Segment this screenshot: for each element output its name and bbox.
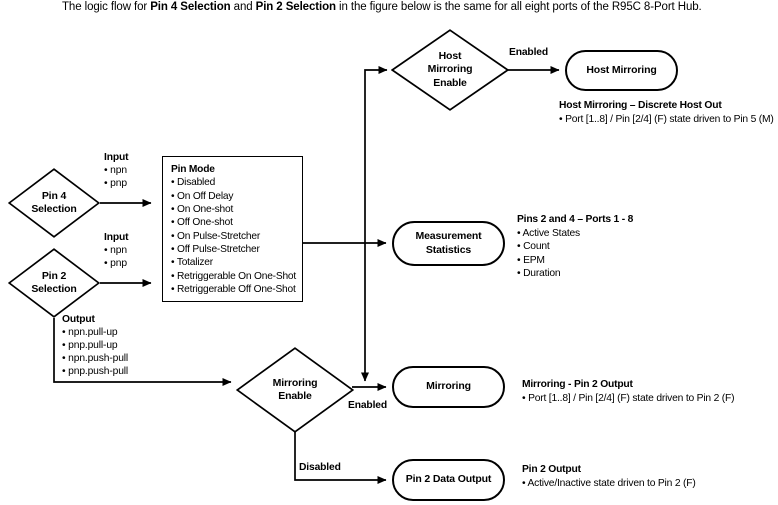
input-pin4-item-2: • pnp [104,178,127,189]
pin-2-selection-line2: Selection [31,283,77,295]
host-mirroring-node[interactable]: Host Mirroring [565,50,678,91]
pin-mode-item-2: • On One-shot [171,204,234,216]
annotation-mirroring-out-title: Mirroring - Pin 2 Output [522,379,633,390]
pin-mode-item-4: • On Pulse-Stretcher [171,230,261,242]
annotation-pin2-out-item-0: • Active/Inactive state driven to Pin 2 … [522,477,696,489]
pin-4-selection-label: Pin 4 Selection [31,190,76,217]
annotation-host-out-item-0: • Port [1..8] / Pin [2/4] (F) state driv… [559,113,774,125]
input-pin4-item-1: • npn [104,165,127,176]
caption-bold-pin4: Pin 4 Selection [150,1,231,13]
output-pin2-item-1: • pnp.pull-up [62,340,118,351]
pin-4-selection-line2: Selection [31,203,77,215]
pin-2-data-output-label: Pin 2 Data Output [405,473,492,486]
mirroring-enable-node[interactable]: Mirroring Enable [236,347,354,433]
pin-mode-item-5: • Off Pulse-Stretcher [171,244,260,256]
input-pin2-item-1: • npn [104,245,127,256]
input-pin4-title: Input [104,152,129,163]
pin-mode-item-7: • Retriggerable On One-Shot [171,270,297,282]
pin-2-selection-node[interactable]: Pin 2 Selection [8,248,100,318]
diamond-shape [236,347,354,433]
diamond-shape [8,248,100,318]
host-mirroring-label: Host Mirroring [586,63,657,76]
annotation-pins-ports-item-1: • Count [517,241,550,253]
annotation-mirroring-out: Mirroring - Pin 2 Output • Port [1..8] /… [522,378,735,405]
annotation-pin2-out-title: Pin 2 Output [522,464,581,475]
mirroring-node[interactable]: Mirroring [392,366,505,408]
caption-bold-pin2: Pin 2 Selection [255,1,336,13]
output-pin2-item-3: • pnp.push-pull [62,366,129,377]
pin-mode-item-8: • Retriggerable Off One-Shot [171,284,296,296]
ms-line2: Statistics [425,243,472,256]
pin-mode-title: Pin Mode [171,164,215,175]
hme-line2: Mirroring [427,63,473,76]
pin-2-selection-label: Pin 2 Selection [31,270,76,297]
mirroring-enable-label: Mirroring Enable [273,377,318,404]
hme-line1: Host [438,49,462,62]
page-caption: The logic flow for Pin 4 Selection and P… [62,0,762,14]
annotation-host-out: Host Mirroring – Discrete Host Out • Por… [559,99,774,126]
host-mirroring-enable-node[interactable]: Host Mirroring Enable [391,29,509,111]
annotation-pins-ports-title: Pins 2 and 4 – Ports 1 - 8 [517,214,634,225]
annotation-pins-ports-item-0: • Active States [517,227,580,239]
caption-mid: and [230,1,256,13]
edge-label-host-enabled: Enabled [509,47,549,58]
annotation-pins-ports: Pins 2 and 4 – Ports 1 - 8 • Active Stat… [517,213,633,281]
caption-suffix: in the figure below is the same for all … [335,1,702,13]
pin-4-selection-line1: Pin 4 [41,189,67,202]
input-pin2-item-2: • pnp [104,258,127,269]
output-pin2-title: Output [62,314,95,325]
annotation-pins-ports-item-2: • EPM [517,254,545,266]
pin-2-selection-line1: Pin 2 [41,269,67,282]
output-pin2-item-0: • npn.pull-up [62,327,118,338]
edge-label-mirroring-disabled: Disabled [299,462,341,473]
edge-label-mirroring-enabled: Enabled [348,400,388,411]
output-pin2-item-2: • npn.push-pull [62,353,129,364]
mirroring-label: Mirroring [426,380,471,393]
pin-mode-item-1: • On Off Delay [171,190,234,202]
host-mirroring-enable-label: Host Mirroring Enable [428,50,473,91]
pin-4-selection-node[interactable]: Pin 4 Selection [8,168,100,238]
pin-mode-item-3: • Off One-shot [171,217,233,229]
annotation-host-out-title: Host Mirroring – Discrete Host Out [559,100,722,111]
pin-mode-box[interactable]: Pin Mode • Disabled • On Off Delay • On … [162,156,303,303]
annotation-pins-ports-item-3: • Duration [517,268,561,280]
pin-mode-item-6: • Totalizer [171,257,213,269]
annotation-pin2-out: Pin 2 Output • Active/Inactive state dri… [522,463,696,490]
diamond-shape [8,168,100,238]
ms-line1: Measurement [415,230,482,242]
hme-line3: Enable [433,76,467,89]
caption-prefix: The logic flow for [62,1,151,13]
measurement-statistics-label: Measurement Statistics [415,230,481,257]
annotation-mirroring-out-item-0: • Port [1..8] / Pin [2/4] (F) state driv… [522,392,735,404]
pin-mode-item-0: • Disabled [171,177,216,189]
me-line1: Mirroring [272,376,318,389]
diamond-shape [391,29,509,111]
measurement-statistics-node[interactable]: Measurement Statistics [392,221,505,266]
input-pin2-title: Input [104,232,129,243]
me-line2: Enable [278,390,312,402]
pin-2-data-output-node[interactable]: Pin 2 Data Output [392,459,505,501]
